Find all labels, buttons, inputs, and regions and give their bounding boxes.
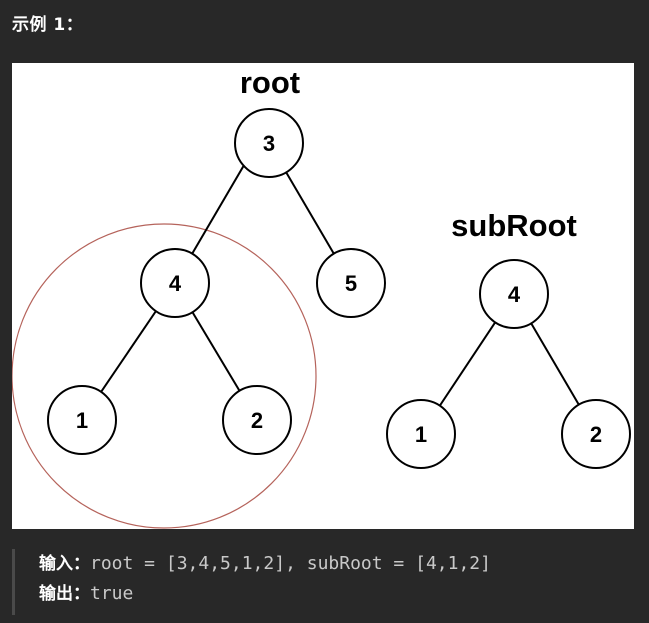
output-line: 输出：true	[39, 579, 632, 609]
node-value: 1	[76, 408, 88, 433]
root-node-1: 1	[47, 385, 117, 455]
output-label: 输出：	[39, 584, 90, 604]
tree-diagram-svg: root 3 4 5 1 2 subRoot 4	[12, 65, 631, 529]
node-value: 4	[169, 271, 182, 296]
root-node-5: 5	[316, 248, 386, 318]
node-value: 3	[263, 131, 275, 156]
node-value: 2	[590, 422, 602, 447]
node-value: 4	[508, 282, 521, 307]
node-value: 5	[345, 271, 357, 296]
node-value: 2	[251, 408, 263, 433]
subroot-node-2: 2	[561, 399, 631, 469]
example-io-block: 输入：root = [3,4,5,1,2], subRoot = [4,1,2]…	[12, 549, 632, 615]
subroot-label: subRoot	[451, 208, 577, 243]
root-label: root	[240, 65, 300, 100]
node-value: 1	[415, 422, 427, 447]
subroot-node-4: 4	[479, 259, 549, 329]
subroot-node-1: 1	[386, 399, 456, 469]
root-node-4: 4	[140, 248, 210, 318]
highlight-ring	[12, 223, 317, 529]
output-value: true	[90, 583, 134, 604]
input-line: 输入：root = [3,4,5,1,2], subRoot = [4,1,2]	[39, 549, 632, 579]
root-node-2: 2	[222, 385, 292, 455]
input-label: 输入：	[39, 554, 90, 574]
tree-diagram: root 3 4 5 1 2 subRoot 4	[12, 63, 634, 529]
root-node-3: 3	[234, 108, 304, 178]
example-title: 示例 1：	[12, 15, 84, 35]
input-value: root = [3,4,5,1,2], subRoot = [4,1,2]	[90, 553, 491, 574]
